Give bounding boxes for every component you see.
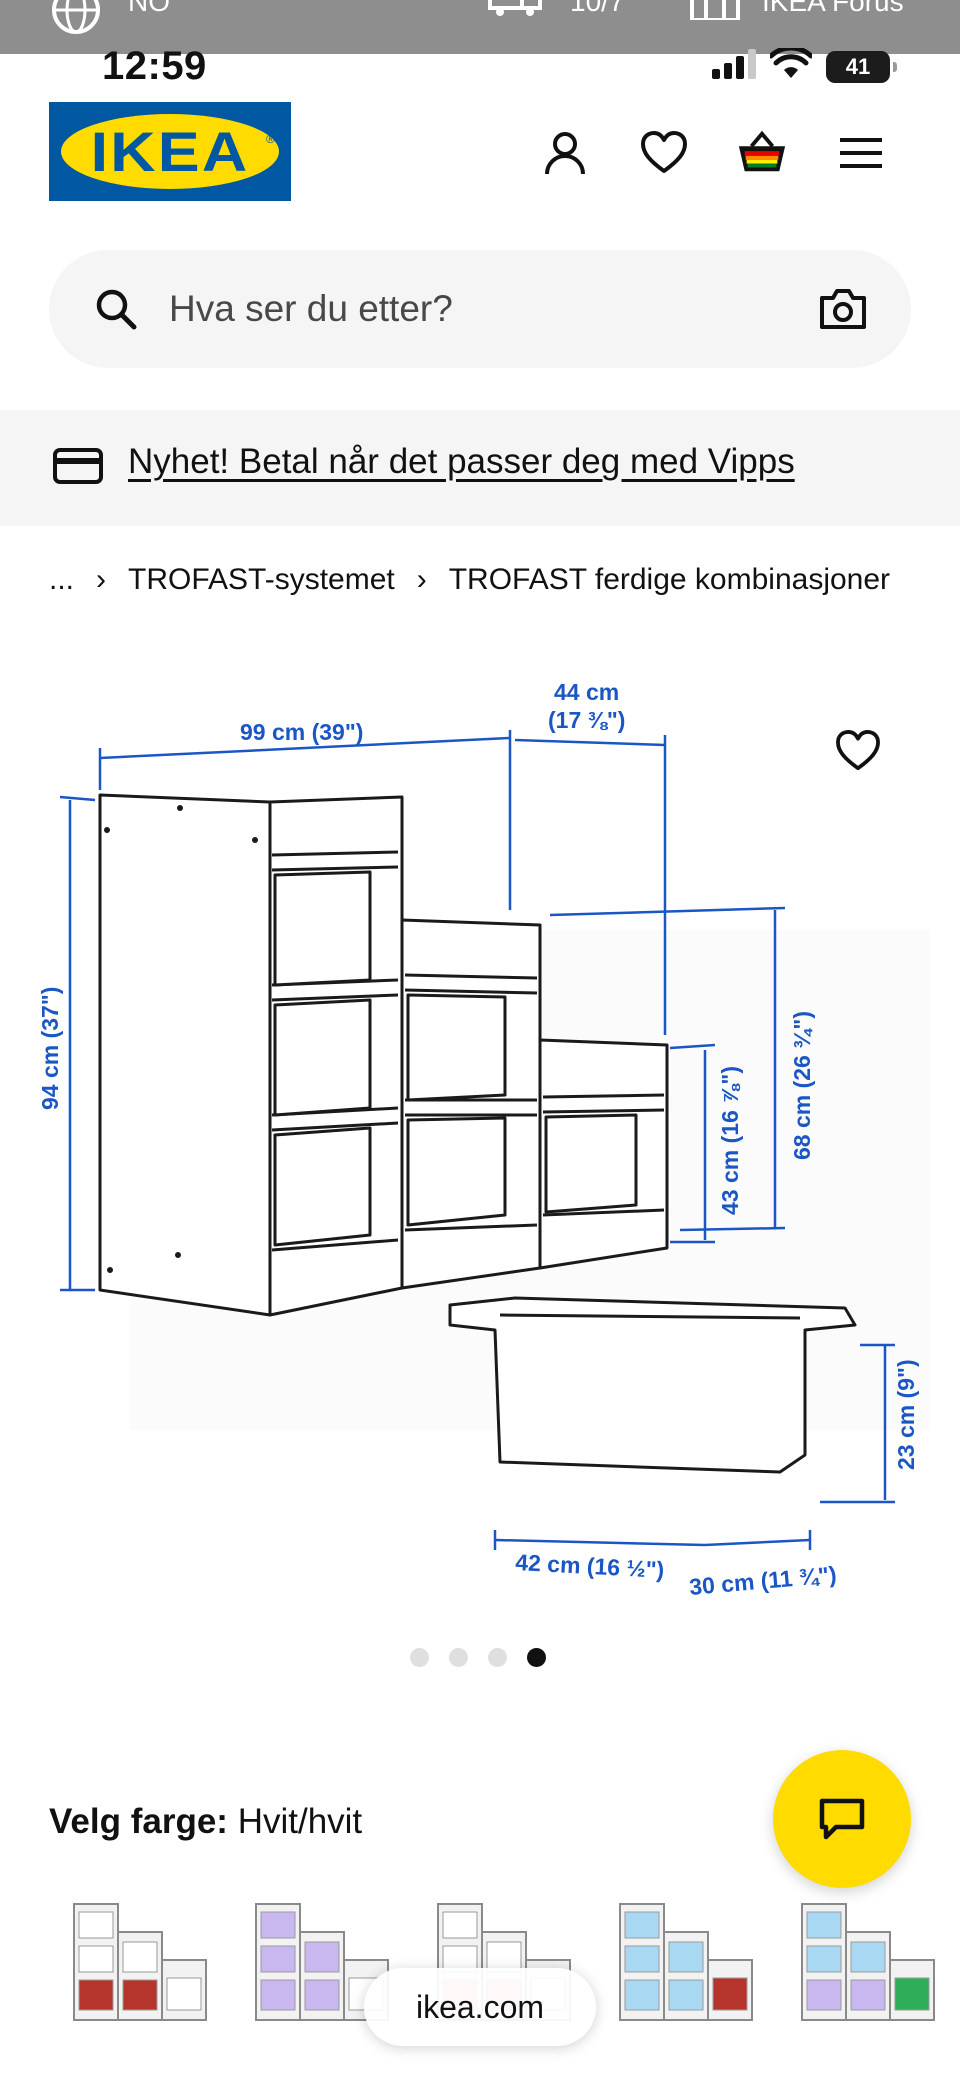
cellular-signal-icon [712, 49, 756, 84]
status-icons: 41 [712, 45, 897, 85]
logo-text: IKEA [90, 120, 250, 183]
breadcrumb-trofast-combinations[interactable]: TROFAST ferdige kombinasjoner [448, 563, 891, 596]
heart-icon[interactable] [639, 128, 689, 178]
dim-height-label: 94 cm (37") [37, 987, 63, 1110]
browser-url-pill[interactable]: ikea.com [364, 1968, 596, 2046]
region-text: NO [128, 0, 170, 17]
carousel-indicator [410, 1648, 546, 1667]
dim-low-height-label: 43 cm (16 ⅞") [717, 1066, 743, 1215]
color-selected-value: Hvit/hvit [237, 1802, 363, 1841]
dim-depth-inch-label: (17 ⅜") [548, 707, 625, 733]
battery-indicator: 41 [826, 50, 897, 83]
status-time: 12:59 [102, 44, 207, 88]
color-selector-label: Velg farge: Hvit/hvit [49, 1802, 362, 1842]
basket-icon[interactable] [737, 128, 787, 178]
heart-icon [836, 730, 880, 771]
breadcrumb: ... › TROFAST-systemet › TROFAST ferdige… [49, 560, 890, 600]
carousel-dot-1[interactable] [410, 1648, 429, 1667]
dim-mid-height-label: 68 cm (26 ¾") [789, 1011, 815, 1160]
carousel-dot-2[interactable] [449, 1648, 468, 1667]
dim-width-label: 99 cm (39") [240, 719, 363, 745]
status-bar: 12:59 41 [0, 40, 960, 90]
dim-box-height-label: 23 cm (9") [893, 1359, 919, 1470]
ikea-logo[interactable]: IKEA ® [49, 102, 291, 201]
delivery-date-text: 10/7 [570, 0, 625, 17]
camera-icon[interactable] [819, 288, 867, 335]
breadcrumb-trofast-system[interactable]: TROFAST-systemet [128, 563, 395, 596]
chevron-right-icon: › [416, 563, 427, 596]
dim-box-width-label: 30 cm (11 ¾") [688, 1561, 837, 1600]
save-to-favourites-button[interactable] [835, 730, 887, 782]
store-icon [690, 0, 740, 27]
search-icon [95, 288, 137, 335]
carousel-dot-4[interactable] [527, 1648, 546, 1667]
breadcrumb-ellipsis[interactable]: ... [49, 563, 75, 596]
color-swatch-1[interactable] [70, 1890, 210, 2030]
promo-banner: Nyhet! Betal når det passer deg med Vipp… [0, 410, 960, 526]
chat-button[interactable] [773, 1750, 911, 1888]
search-input[interactable]: Hva ser du etter? [169, 288, 453, 329]
color-swatch-4[interactable] [616, 1890, 756, 2030]
globe-icon [50, 0, 102, 45]
delivery-truck-icon [488, 0, 544, 25]
chat-bubble-icon [819, 1798, 865, 1840]
dim-depth-label: 44 cm [554, 679, 619, 705]
dim-box-length-label: 42 cm (16 ½") [515, 1549, 665, 1583]
browser-top-strip: NO 10/7 IKEA Forus [0, 0, 960, 54]
carousel-dot-3[interactable] [488, 1648, 507, 1667]
site-header: IKEA ® [0, 100, 960, 210]
user-icon[interactable] [540, 128, 590, 178]
color-swatch-5[interactable] [798, 1890, 938, 2030]
product-dimension-image[interactable]: 99 cm (39") 44 cm (17 ⅜") 94 cm (37") 68… [0, 640, 960, 1620]
store-name-text[interactable]: IKEA Forus [762, 0, 904, 17]
vipps-promo-link[interactable]: Nyhet! Betal når det passer deg med Vipp… [128, 442, 795, 481]
color-label-heading: Velg farge: [49, 1802, 228, 1841]
chevron-right-icon: › [96, 563, 107, 596]
credit-card-icon [53, 448, 103, 489]
search-bar[interactable]: Hva ser du etter? [49, 250, 911, 368]
menu-icon[interactable] [836, 128, 886, 178]
wifi-icon [768, 45, 814, 85]
